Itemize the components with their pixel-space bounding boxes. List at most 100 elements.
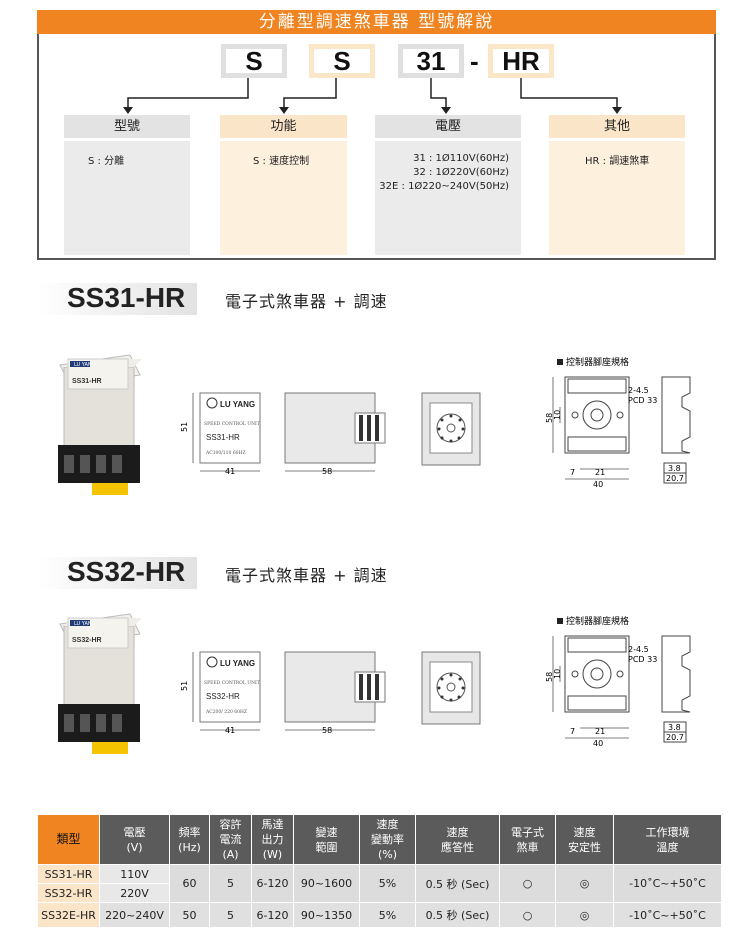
dim-depth: 58 (322, 726, 332, 735)
device-photo: LU YANG SS31-HR (58, 354, 142, 495)
cell-voltage: 110V (99, 864, 170, 884)
header-type: 類型 (37, 814, 100, 865)
cell-model: SS32-HR (37, 883, 100, 903)
socket-h10: 10 (553, 669, 562, 679)
socket-h58: 58 (545, 672, 554, 682)
header-line: 容許 (219, 818, 242, 831)
header-line: 煞車 (516, 840, 539, 854)
cell-model: SS32E-HR (37, 902, 100, 928)
column-head-voltage: 電壓 (375, 115, 521, 138)
plate-model: SS31-HR (206, 433, 240, 442)
dim-height: 51 (180, 681, 189, 691)
socket-pcd: PCD 33 (628, 655, 657, 664)
socket-s38: 3.8 (668, 723, 681, 732)
header-line: (%) (377, 848, 398, 861)
socket-w40: 40 (593, 480, 603, 489)
cell-frequency: 60 (169, 864, 210, 903)
socket-pcd: PCD 33 (628, 396, 657, 405)
header-line: 類型 (56, 832, 81, 846)
plate-spec: AC200/ 220 60HZ (205, 709, 247, 715)
socket-w40: 40 (593, 739, 603, 748)
header-line: (V) (126, 840, 143, 854)
header-line: 範圍 (315, 840, 338, 854)
socket-hole: 2-4.5 (628, 386, 649, 395)
cell-brake: ○ (499, 902, 556, 928)
cell-temperature: -10˚C~+50˚C (613, 864, 722, 903)
code-dash: - (470, 46, 479, 76)
socket-title: 控制器腳座規格 (566, 356, 629, 368)
column-head-type: 型號 (64, 115, 190, 138)
header-line: 安定性 (568, 840, 601, 854)
code-box-voltage: 31 (398, 44, 464, 78)
header-brake: 電子式煞車 (499, 814, 556, 865)
device-label: SS31-HR (72, 378, 102, 385)
header-line: 電流 (219, 833, 242, 846)
side-view: 58 (284, 651, 386, 735)
cell-range: 90~1350 (293, 902, 360, 928)
header-line: 電子式 (511, 825, 544, 839)
socket-hole: 2-4.5 (628, 645, 649, 654)
header-response: 速度應答性 (415, 814, 500, 865)
spec-header-row: 類型 電壓(V) 頻率(Hz) 容許電流(A) 馬達出力(W) 變速範圍 速度變… (37, 814, 722, 865)
column-body-voltage: 31 : 1Ø110V(60Hz) 32 : 1Ø220V(60Hz) 32E … (375, 141, 521, 255)
header-line: 應答性 (441, 840, 474, 854)
cell-voltage: 220V (99, 883, 170, 903)
plate-model: SS32-HR (206, 692, 240, 701)
header-line: 速度 (573, 825, 596, 839)
header-line: 變速 (315, 825, 338, 839)
header-temperature: 工作環境溫度 (613, 814, 722, 865)
header-current: 容許電流 (A) (209, 814, 252, 865)
header-line: 溫度 (656, 840, 679, 854)
socket-spec: 控制器腳座規格 2-4.5 PCD 33 58 10 7 21 40 3.8 2… (545, 356, 691, 489)
header-line: 工作環境 (645, 825, 690, 839)
header-line: 電壓 (123, 825, 146, 839)
header-frequency: 頻率(Hz) (169, 814, 210, 865)
column-body-other: HR : 調速煞車 (549, 141, 685, 255)
bottom-view (421, 392, 481, 466)
dim-width: 41 (225, 467, 235, 476)
device-brand: LU YANG (74, 362, 96, 368)
header-range: 變速範圍 (293, 814, 360, 865)
code-box-other: HR (488, 44, 554, 78)
spec-table: 類型 電壓(V) 頻率(Hz) 容許電流(A) 馬達出力(W) 變速範圍 速度變… (37, 814, 722, 928)
cell-stability: ◎ (555, 902, 614, 928)
code-box-type: S (221, 44, 287, 78)
column-body-type: S : 分離 (64, 141, 190, 255)
socket-w7: 7 (570, 468, 575, 477)
socket-w21: 21 (595, 468, 605, 477)
plate-line1: SPEED CONTROL UNIT (204, 421, 260, 427)
socket-s207: 20.7 (666, 474, 684, 483)
socket-w21: 21 (595, 727, 605, 736)
header-line: 速度 (376, 818, 399, 831)
type-line: S : 分離 (88, 156, 125, 167)
column-body-function: S : 速度控制 (220, 141, 347, 255)
plate-brand: LU YANG (220, 659, 255, 668)
header-line: (Hz) (178, 840, 201, 854)
voltage-line-31: 31 : 1Ø110V(60Hz) (413, 153, 509, 164)
cell-current: 5 (209, 902, 252, 928)
cell-model: SS31-HR (37, 864, 100, 884)
product-subtitle: 電子式煞車器 + 調速 (225, 292, 388, 311)
cell-brake: ○ (499, 864, 556, 903)
cell-current: 5 (209, 864, 252, 903)
cell-range: 90~1600 (293, 864, 360, 903)
column-head-other: 其他 (549, 115, 685, 138)
header-line: 頻率 (178, 825, 201, 839)
socket-h58: 58 (545, 413, 554, 423)
header-line: (A) (222, 848, 239, 861)
dim-depth: 58 (322, 467, 332, 476)
socket-w7: 7 (570, 727, 575, 736)
plate-line1: SPEED CONTROL UNIT (204, 680, 260, 686)
cell-variation: 5% (359, 902, 416, 928)
cell-power: 6-120 (251, 902, 294, 928)
cell-response: 0.5 秒 (Sec) (415, 902, 500, 928)
cell-response: 0.5 秒 (Sec) (415, 864, 500, 903)
header-line: 馬達 (261, 818, 284, 831)
other-line: HR : 調速煞車 (585, 156, 650, 167)
cell-stability: ◎ (555, 864, 614, 903)
voltage-lines: 31 : 1Ø110V(60Hz) 32 : 1Ø220V(60Hz) 32E … (375, 152, 509, 194)
header-line: (W) (262, 848, 283, 861)
device-photo: LU YANG SS32-HR (58, 613, 142, 754)
dim-height: 51 (180, 422, 189, 432)
voltage-line-32e: 32E : 1Ø220~240V(50Hz) (379, 181, 509, 192)
